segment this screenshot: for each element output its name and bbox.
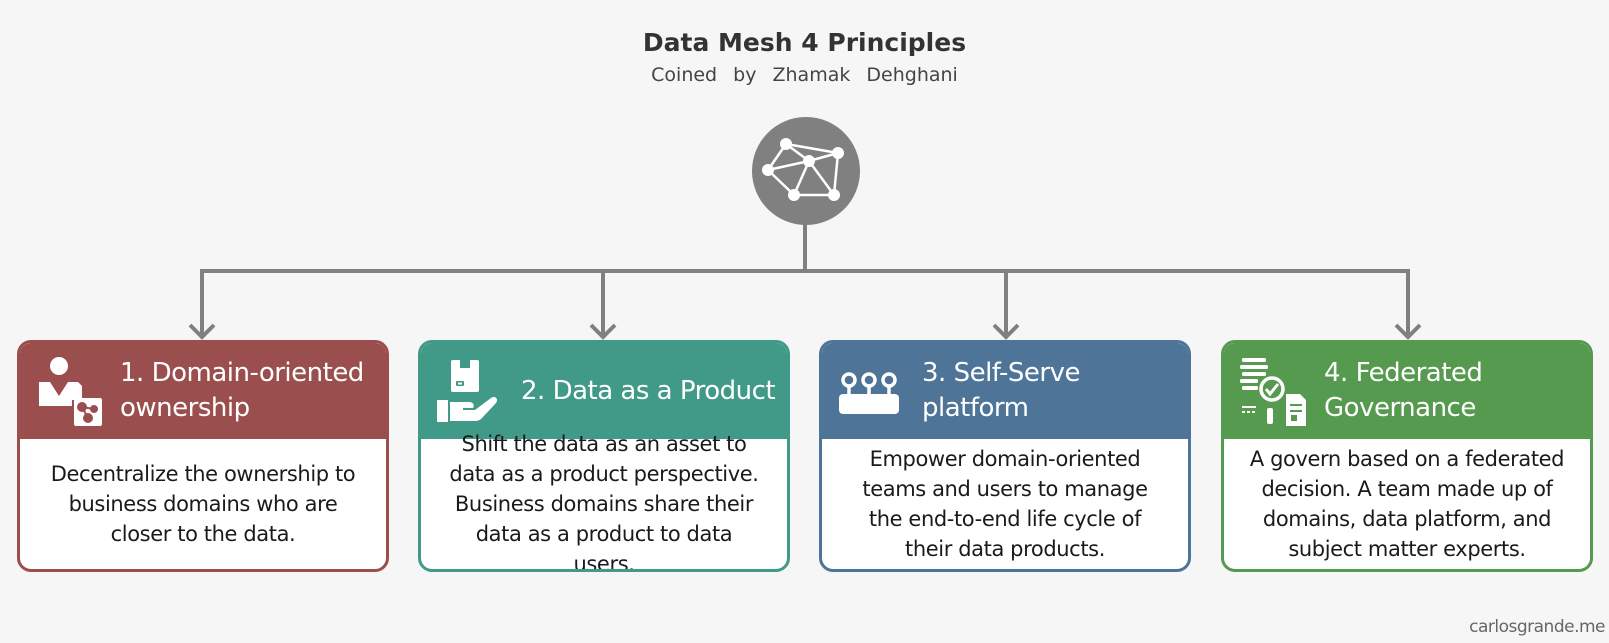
arrowhead-3 xyxy=(992,323,1020,340)
arrowhead-2 xyxy=(589,323,617,340)
card-title-line: 3. Self-Serve xyxy=(922,358,1080,388)
card-description: Decentralize the ownership to business d… xyxy=(50,462,356,546)
card-title: 1. Domain-oriented ownership xyxy=(120,356,364,426)
card-title: 3. Self-Serve platform xyxy=(922,356,1080,426)
card-title: 2. Data as a Product xyxy=(521,374,776,409)
card-header: 4. Federated Governance xyxy=(1224,343,1590,439)
card-title: 4. Federated Governance xyxy=(1324,356,1483,426)
principle-card-federated-governance: 4. Federated Governance A govern based o… xyxy=(1221,340,1593,572)
card-title-line: Governance xyxy=(1324,393,1476,423)
hub-node xyxy=(752,117,860,225)
arrowhead-1 xyxy=(188,323,216,340)
card-header: 3. Self-Serve platform xyxy=(822,343,1188,439)
arrowhead-4 xyxy=(1394,323,1422,340)
diagram-subtitle: Coined by Zhamak Dehghani xyxy=(651,64,958,86)
card-title-line: platform xyxy=(922,393,1029,423)
diagram-title: Data Mesh 4 Principles xyxy=(642,28,967,57)
principle-card-data-product: 2. Data as a Product Shift the data as a… xyxy=(418,340,790,572)
network-icon xyxy=(762,138,844,201)
card-description: Shift the data as an asset to data as a … xyxy=(449,432,759,572)
principle-card-domain-ownership: 1. Domain-oriented ownership Decentraliz… xyxy=(17,340,389,572)
footer-credit: carlosgrande.me xyxy=(1469,617,1605,637)
governance-icon xyxy=(1240,358,1306,426)
user-domain-icon xyxy=(39,357,102,426)
card-description: A govern based on a federated decision. … xyxy=(1249,447,1565,561)
card-title-line: 1. Domain-oriented xyxy=(120,358,364,388)
card-title-line: ownership xyxy=(120,393,250,423)
card-header: 1. Domain-oriented ownership xyxy=(20,343,386,439)
card-description: Empower domain-oriented teams and users … xyxy=(862,447,1148,561)
principle-card-self-serve: 3. Self-Serve platform Empower domain-or… xyxy=(819,340,1191,572)
platform-icon xyxy=(839,372,899,414)
product-hand-icon xyxy=(437,360,498,422)
card-title-line: 4. Federated xyxy=(1324,358,1483,388)
card-header: 2. Data as a Product xyxy=(421,343,787,439)
card-title-line: 2. Data as a Product xyxy=(521,375,776,406)
